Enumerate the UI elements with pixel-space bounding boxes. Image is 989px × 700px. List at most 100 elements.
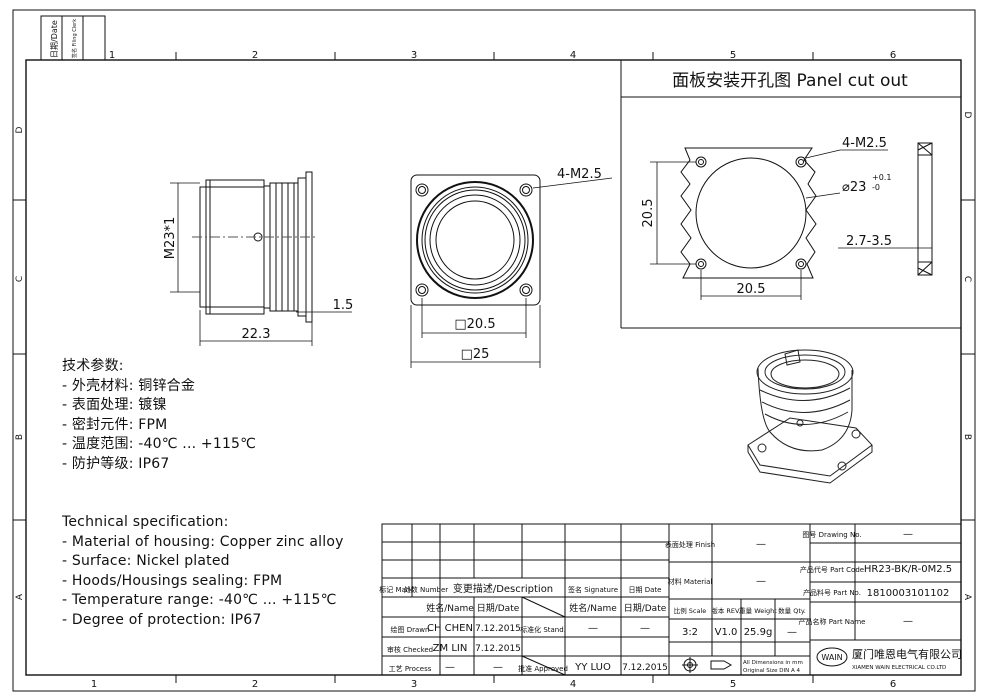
- scale-label: 比例 Scale: [674, 606, 707, 615]
- flange-label: 1.5: [333, 298, 354, 313]
- projection-symbol-icon: [682, 657, 733, 673]
- checked-label: 审核 Checked: [387, 645, 433, 654]
- panel-dimensions: [650, 149, 932, 300]
- thread-label: M23*1: [163, 217, 178, 260]
- specs-en: Technical specification: - Material of h…: [62, 513, 344, 630]
- side-dimensions: [170, 182, 352, 346]
- specs-cn-item: - 表面处理: 镀镍: [62, 397, 167, 413]
- part-no-value: 1810003101102: [867, 588, 950, 599]
- row-left-c: C: [15, 276, 25, 282]
- checked-name: ZM LIN: [433, 643, 468, 654]
- panel-tol-upper: +0.1: [872, 173, 891, 182]
- dims-note: All Dimensions in mm: [743, 660, 803, 666]
- date-header: 日期/Date: [477, 603, 520, 614]
- col-top-6: 6: [890, 50, 896, 61]
- material-label: 材料 Material: [668, 577, 713, 586]
- front-hole-label: 4-M2.5: [557, 167, 602, 182]
- specs-en-item: - Degree of protection: IP67: [62, 611, 262, 628]
- col-bot-3: 3: [411, 679, 417, 690]
- column-ticks-bottom: [175, 675, 814, 683]
- specs-en-item: - Temperature range: -40℃ ... +115℃: [62, 592, 337, 608]
- row-right-c: C: [962, 276, 972, 282]
- drawn-label: 绘图 Drawn: [391, 625, 430, 634]
- finish-label: 表面处理 Finish: [665, 540, 715, 549]
- process-label: 工艺 Process: [389, 665, 432, 673]
- specs-en-title: Technical specification:: [62, 514, 229, 530]
- specs-cn: 技术参数: - 外壳材料: 铜锌合金 - 表面处理: 镀镍 - 密封元件: FP…: [62, 357, 256, 474]
- finish-value: —: [756, 539, 766, 550]
- outer-frame: [12, 9, 976, 692]
- row-right-b: B: [962, 434, 972, 440]
- rev-date: 日期 Date: [629, 586, 662, 594]
- specs-cn-item: - 密封元件: FPM: [62, 416, 168, 433]
- col-bot-5: 5: [730, 679, 736, 690]
- panel-hole-label: 4-M2.5: [842, 136, 887, 151]
- checked-date: 7.12.2015: [475, 644, 521, 654]
- rev-signature: 签名 Signature: [568, 585, 618, 594]
- col-top-1: 1: [109, 50, 115, 61]
- panel-section: [917, 142, 933, 276]
- specs-cn-title: 技术参数:: [62, 358, 124, 374]
- company-logo: WAIN: [816, 647, 848, 667]
- approved-date: 7.12.2015: [622, 663, 668, 673]
- row-right-a: A: [962, 594, 972, 601]
- scale-value: 3:2: [682, 627, 698, 638]
- specs-en-item: - Material of housing: Copper zinc alloy: [62, 533, 344, 550]
- date-label: 日期/Date: [50, 20, 59, 58]
- qty-value: —: [787, 627, 797, 638]
- drawn-date: 7.12.2015: [475, 624, 521, 634]
- row-ticks: [13, 199, 975, 521]
- panel-tol-lower: -0: [872, 183, 880, 192]
- stand-name: —: [588, 623, 598, 634]
- side-view: [192, 171, 318, 323]
- front-inner-label: □20.5: [454, 317, 495, 332]
- approved-label: 批准 Approved: [518, 664, 568, 673]
- panel-cutout-frame: [620, 60, 961, 329]
- panel-thickness-label: 2.7-3.5: [846, 234, 892, 249]
- col-bot-6: 6: [890, 679, 896, 690]
- specs-cn-item: - 温度范围: -40℃ ... +115℃: [62, 436, 257, 452]
- col-bot-2: 2: [252, 679, 258, 690]
- part-code-value: HR23-BK/R-0M2.5: [864, 564, 952, 575]
- weight-value: 25.9g: [744, 627, 773, 638]
- name-header-2: 姓名/Name: [569, 602, 617, 614]
- front-dimensions: [410, 177, 613, 368]
- part-no-label: 产品料号 Part No.: [803, 588, 861, 597]
- process-date: —: [493, 662, 503, 673]
- column-ticks-top: [175, 52, 814, 60]
- rev-mark: 标记 Mark: [379, 585, 413, 594]
- panel-diameter-label: ⌀23: [842, 180, 866, 195]
- col-top-3: 3: [411, 50, 417, 61]
- panel-drawing: [680, 147, 817, 279]
- material-value: —: [756, 576, 766, 587]
- qty-label: 数量 Qty.: [778, 606, 806, 615]
- drawn-name: CH CHEN: [427, 623, 473, 634]
- specs-cn-item: - 防护等级: IP67: [62, 455, 170, 472]
- date-header-2: 日期/Date: [624, 603, 667, 614]
- col-top-5: 5: [730, 50, 736, 61]
- specs-en-item: - Hoods/Housings sealing: FPM: [62, 572, 283, 589]
- rev-number: 处数 Number: [404, 585, 448, 594]
- specs-en-item: - Surface: Nickel plated: [62, 553, 230, 569]
- specs-cn-item: - 外壳材料: 铜锌合金: [62, 377, 196, 394]
- panel-title: 面板安装开孔图 Panel cut out: [672, 71, 908, 91]
- stand-date: —: [640, 623, 650, 634]
- size-note: Original Size DIN A 4: [743, 668, 801, 674]
- drawing-no-label: 图号 Drawing No.: [802, 531, 861, 539]
- part-name-label: 产品名称 Part Name: [799, 617, 866, 626]
- stand-label: 标准化 Stand.: [520, 625, 566, 634]
- process-name: —: [445, 662, 455, 673]
- svg-text:WAIN: WAIN: [821, 653, 842, 662]
- front-outer-label: □25: [461, 347, 490, 362]
- weight-label: 重量 Weight: [739, 607, 777, 615]
- col-top-2: 2: [252, 50, 258, 61]
- length-label: 22.3: [242, 327, 271, 342]
- col-bot-1: 1: [91, 679, 97, 690]
- row-right-d: D: [962, 112, 972, 119]
- rev-description: 变更描述/Description: [453, 582, 553, 595]
- approved-name: YY LUO: [574, 662, 611, 673]
- row-left-d: D: [15, 126, 25, 133]
- front-view: [410, 174, 541, 306]
- rev-label: 版本 REV.: [711, 606, 740, 615]
